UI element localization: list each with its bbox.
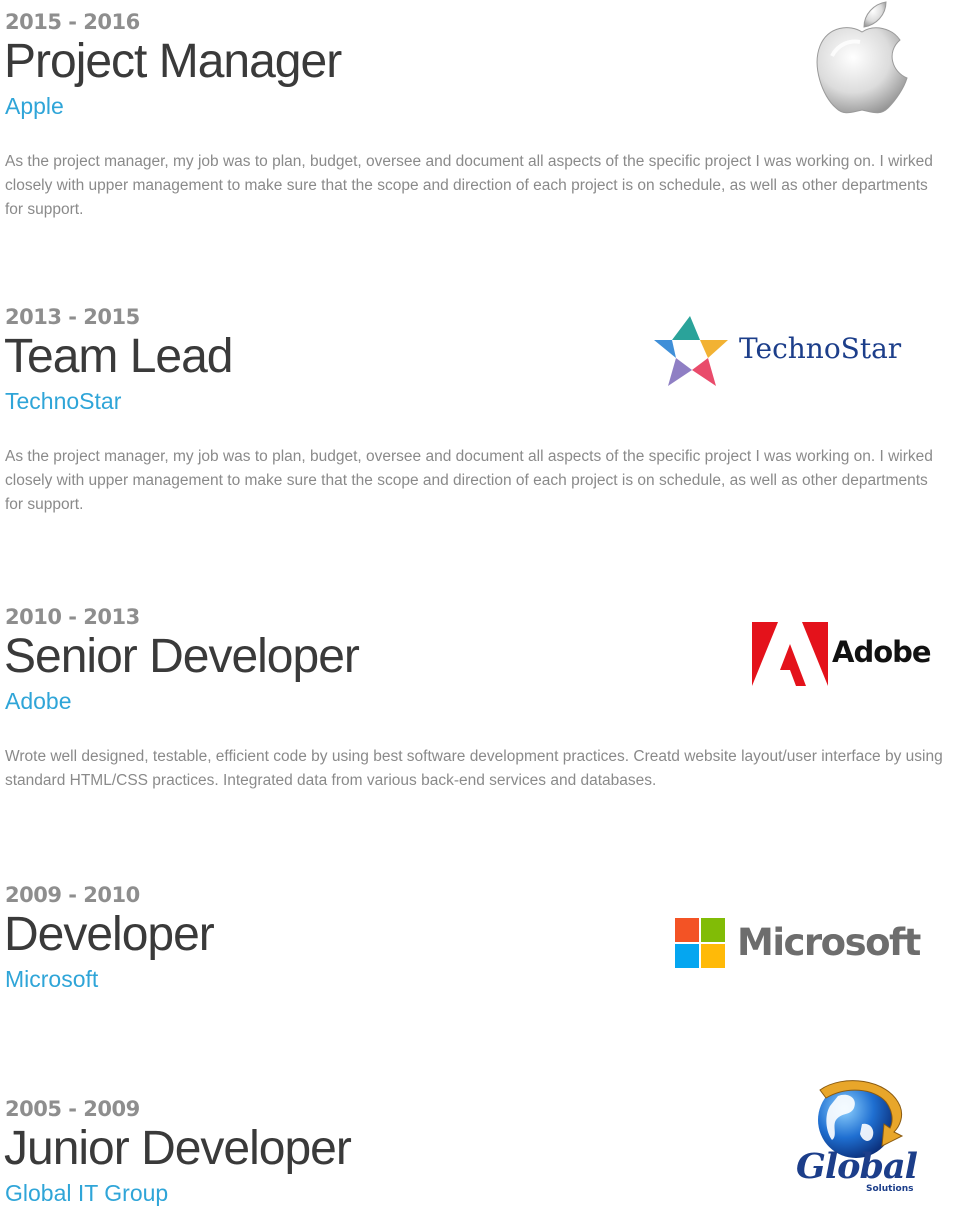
- experience-entry-apple: 2015 - 2016 Project Manager Apple As the…: [0, 0, 964, 240]
- entry-company: Adobe: [5, 688, 72, 714]
- experience-entry-technostar: 2013 - 2015 Team Lead TechnoStar As the …: [0, 300, 964, 540]
- entry-role: Project Manager: [4, 35, 342, 88]
- apple-logo-icon: [812, 0, 912, 118]
- entry-years: 2009 - 2010: [5, 883, 140, 907]
- technostar-logo-icon: TechnoStar: [652, 314, 914, 390]
- global-wordmark: Global: [796, 1146, 918, 1187]
- entry-role: Developer: [4, 908, 215, 961]
- entry-description: As the project manager, my job was to pl…: [5, 448, 933, 513]
- entry-role: Team Lead: [4, 330, 233, 383]
- global-solutions-logo-icon: Global Solutions: [796, 1076, 918, 1208]
- experience-entry-adobe: 2010 - 2013 Senior Developer Adobe Wrote…: [0, 600, 964, 820]
- adobe-logo-icon: Adobe: [752, 622, 932, 688]
- entry-years: 2010 - 2013: [5, 605, 140, 629]
- entry-role: Senior Developer: [4, 630, 360, 683]
- microsoft-logo-icon: Microsoft: [675, 918, 921, 970]
- microsoft-wordmark: Microsoft: [737, 921, 921, 964]
- entry-company: TechnoStar: [5, 388, 122, 414]
- entry-description: As the project manager, my job was to pl…: [5, 153, 933, 218]
- entry-description: Wrote well designed, testable, efficient…: [5, 748, 943, 789]
- adobe-wordmark: Adobe: [832, 635, 932, 669]
- experience-entry-global: 2005 - 2009 Junior Developer Global IT G…: [0, 1090, 964, 1222]
- entry-company: Apple: [5, 93, 64, 119]
- entry-role: Junior Developer: [4, 1122, 352, 1175]
- entry-years: 2005 - 2009: [5, 1097, 140, 1121]
- global-wordmark-sub: Solutions: [866, 1184, 914, 1194]
- entry-company: Global IT Group: [5, 1180, 169, 1206]
- experience-entry-microsoft: 2009 - 2010 Developer Microsoft Microsof…: [0, 880, 964, 1040]
- technostar-wordmark: TechnoStar: [739, 332, 902, 365]
- entry-years: 2015 - 2016: [5, 10, 140, 34]
- entry-years: 2013 - 2015: [5, 305, 140, 329]
- entry-company: Microsoft: [5, 966, 99, 992]
